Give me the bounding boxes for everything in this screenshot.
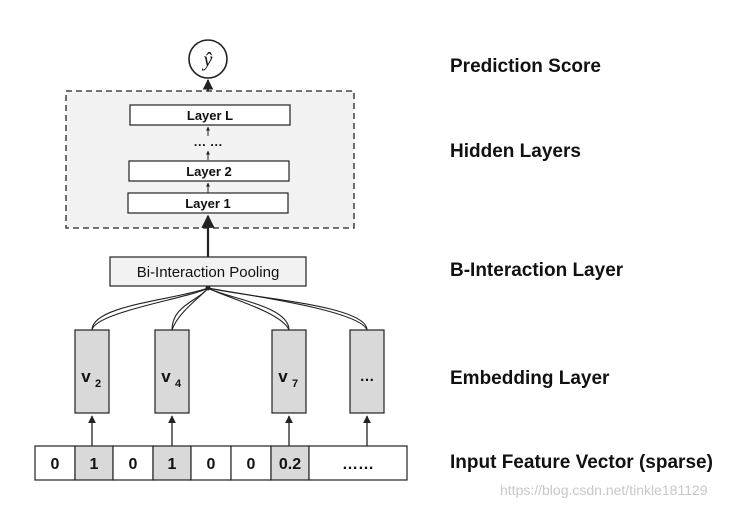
input-cell-value: 0.2 (279, 456, 301, 473)
input-feature-vector: 0 1 0 1 0 0 0.2 …… (34, 445, 408, 481)
embedding-v7-subscript: 7 (292, 378, 298, 390)
embedding-layer-label: Embedding Layer (450, 368, 610, 389)
prediction-node (188, 39, 228, 79)
embedding-v7-base: v (278, 367, 288, 386)
input-feature-vector-label: Input Feature Vector (sparse) (450, 452, 713, 473)
curve-v7-b (207, 287, 290, 331)
layers-ellipsis: … … (193, 134, 223, 149)
input-cell-value: …… (342, 456, 374, 473)
prediction-score-label: Prediction Score (450, 56, 601, 77)
input-cell (34, 445, 76, 481)
embedding-v2-subscript: 2 (95, 378, 101, 390)
embedding-v2-base: v (81, 367, 91, 386)
layer-1-box (127, 192, 289, 214)
curve-v2-a (91, 287, 209, 331)
prediction-symbol: ŷ (202, 49, 213, 71)
bi-interaction-pooling-label: Bi-Interaction Pooling (137, 264, 280, 281)
curve-ellipsis-b (207, 287, 368, 331)
curve-v4-b (171, 287, 209, 331)
input-cell-value: 1 (168, 456, 177, 473)
input-cell (112, 445, 154, 481)
layer-1-label: Layer 1 (185, 196, 231, 211)
input-cell (74, 445, 114, 481)
input-cell-value: 0 (207, 456, 216, 473)
embedding-ellipsis-box (349, 329, 385, 414)
interaction-curves (91, 287, 368, 331)
input-cell-value: 0 (51, 456, 60, 473)
watermark-url: https://blog.csdn.net/tinkle181129 (500, 482, 708, 498)
pooling-junction (205, 285, 211, 291)
layer-2-label: Layer 2 (186, 164, 232, 179)
input-cell (152, 445, 192, 481)
embedding-v2-box (74, 329, 110, 414)
layer-l-box (129, 104, 291, 126)
layer-2-box (128, 160, 290, 182)
b-interaction-layer-label: B-Interaction Layer (450, 260, 624, 281)
input-cell-value: 1 (90, 456, 99, 473)
embedding-v4-box (154, 329, 190, 414)
embedding-v4-base: v (161, 367, 171, 386)
layer-l-label: Layer L (187, 108, 233, 123)
hidden-layers-label: Hidden Layers (450, 141, 581, 162)
embedding-ellipsis-label: … (360, 368, 375, 385)
curve-v2-b (91, 287, 209, 331)
input-cell (308, 445, 408, 481)
input-cell-value: 0 (129, 456, 138, 473)
input-cell-value: 0 (247, 456, 256, 473)
embedding-v4-subscript: 4 (175, 378, 182, 390)
embedding-v7-box (271, 329, 307, 414)
input-cell (270, 445, 310, 481)
